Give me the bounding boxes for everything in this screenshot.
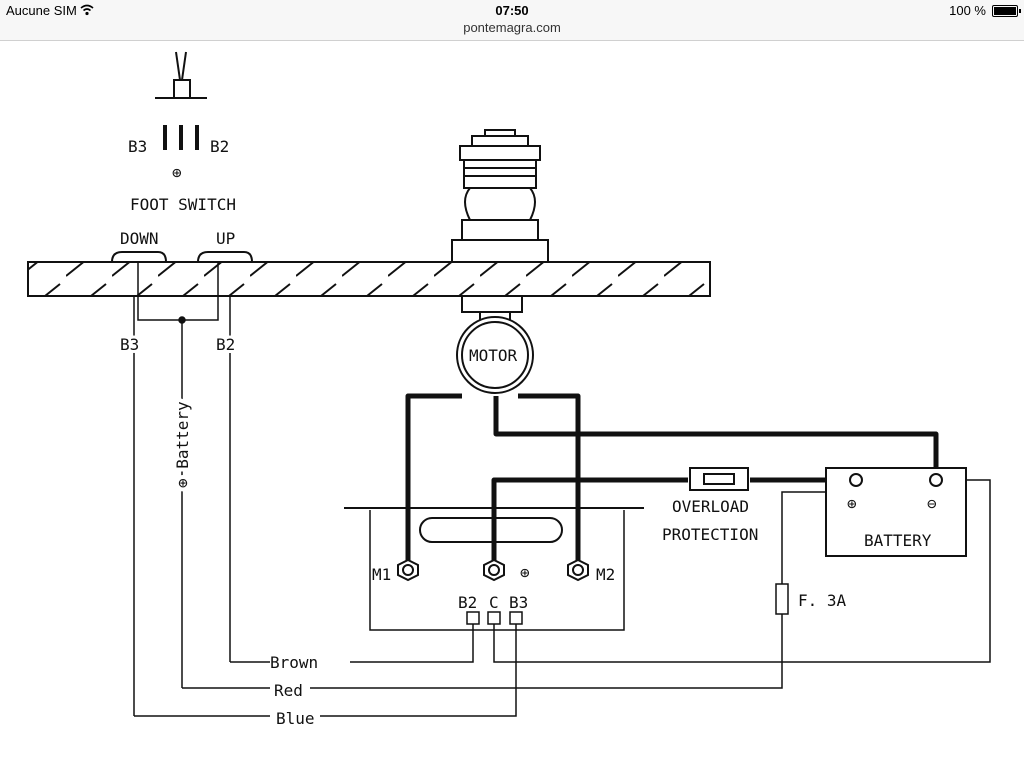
terminal-b3-label: B3: [509, 593, 528, 612]
motor-label: MOTOR: [469, 346, 518, 365]
windlass-wiring-diagram: B3 B2 ⊕ FOOT SWITCH DOWN UP B3 B2 ⊕ Batt…: [27, 51, 991, 728]
windlass-drum: [451, 129, 549, 263]
clock: 07:50: [495, 3, 529, 18]
address-url[interactable]: pontemagra.com: [463, 20, 561, 35]
terminal-c-label: C: [489, 593, 499, 612]
battery: [825, 467, 967, 557]
wire-red-label: Red: [274, 681, 303, 700]
battery-label: BATTERY: [864, 531, 932, 550]
control-terminals: [466, 611, 523, 625]
fuse: [775, 583, 789, 615]
motor: [456, 295, 534, 394]
plug-plus-symbol: ⊕: [172, 163, 182, 182]
terminal-studs: [397, 558, 589, 582]
terminal-b2-label: B2: [458, 593, 477, 612]
foot-switch-down-label: DOWN: [120, 229, 159, 248]
overload-label-line1: OVERLOAD: [672, 497, 749, 516]
power-cables: [405, 393, 939, 562]
wire-b2-label: B2: [216, 335, 235, 354]
battery-wire-label: ⊕ Battery: [173, 401, 192, 488]
plug-b3-label: B3: [128, 137, 147, 156]
overload-breaker: [689, 467, 749, 491]
overload-label-line2: PROTECTION: [662, 525, 758, 544]
wire-blue-label: Blue: [276, 709, 315, 728]
wire-b3-label: B3: [120, 335, 139, 354]
battery-plus-symbol: ⊕: [847, 494, 857, 513]
foot-switch-title: FOOT SWITCH: [130, 195, 236, 214]
foot-switch-pedals: [110, 251, 254, 263]
foot-switch-wires: [133, 262, 270, 717]
plug-b2-label: B2: [210, 137, 229, 156]
wire-brown-label: Brown: [270, 653, 318, 672]
status-bar: Aucune SIM 07:50 pontemagra.com 100 %: [0, 0, 1024, 41]
foot-switch-plug: [155, 51, 207, 150]
wifi-icon: [80, 4, 94, 16]
battery-icon: [992, 5, 1021, 17]
terminal-m2-label: M2: [596, 565, 615, 584]
deck: [27, 261, 711, 297]
terminal-m1-label: M1: [372, 565, 391, 584]
fuse-label: F. 3A: [798, 591, 847, 610]
carrier-label: Aucune SIM: [6, 3, 77, 18]
battery-minus-symbol: ⊖: [927, 494, 937, 513]
terminal-plus-symbol: ⊕: [520, 563, 530, 582]
battery-percent: 100 %: [949, 3, 986, 18]
foot-switch-up-label: UP: [216, 229, 235, 248]
